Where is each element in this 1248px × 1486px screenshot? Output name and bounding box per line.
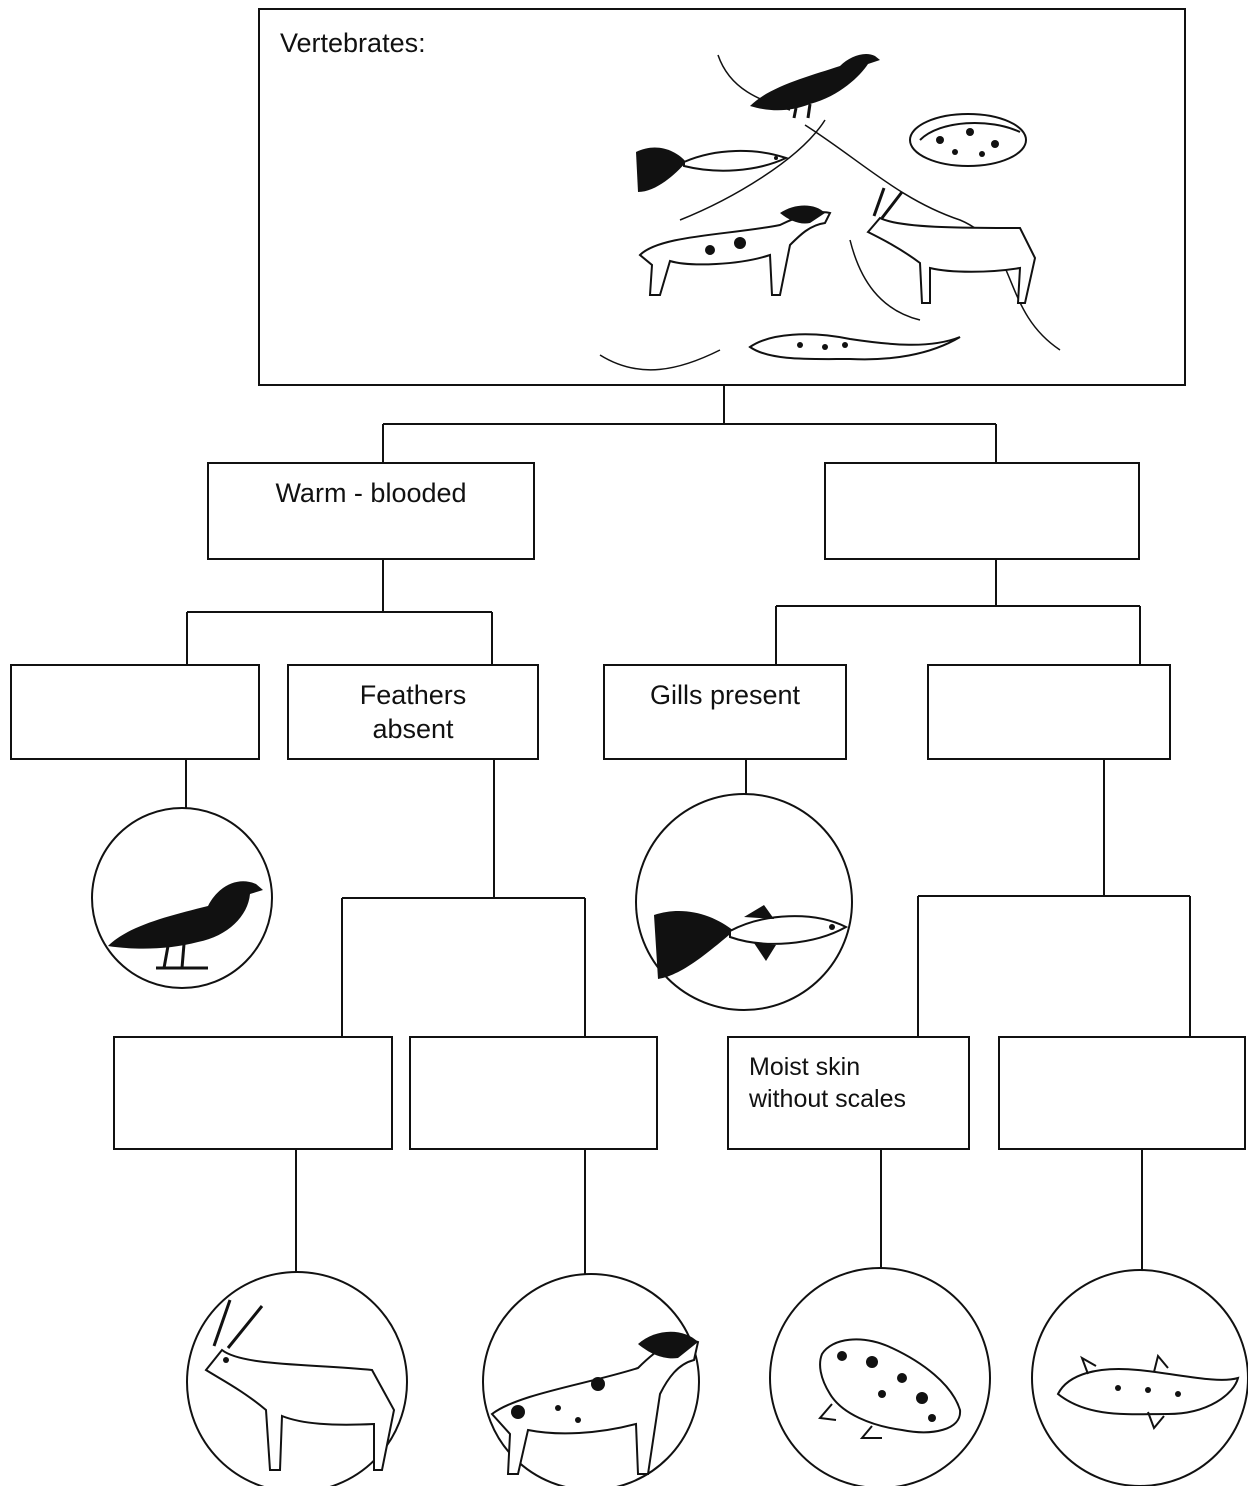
bird-icon [108,881,263,970]
bird-icon [750,54,880,119]
blank-right-box [824,462,1140,560]
fish-icon [636,147,789,192]
blank-box-h [998,1036,1246,1150]
moist-skin-box: Moist skin without scales [727,1036,970,1150]
blank-box-e [113,1036,393,1150]
feathers-absent-label-line1: Feathers [359,680,467,710]
warm-blooded-label: Warm - blooded [275,478,467,508]
fish-icon [654,905,849,979]
goat-icon [866,187,1037,304]
root-title: Vertebrates: [280,28,426,58]
frog-icon [818,1338,962,1439]
gills-present-label: Gills present [649,680,801,710]
warm-blooded-box: Warm - blooded [207,462,535,560]
lizard-icon [748,333,961,361]
feathers-absent-box: Feathers absent [287,664,539,760]
dog-icon [490,1331,700,1475]
gills-present-box: Gills present [603,664,847,760]
lizard-icon [1056,1353,1240,1430]
frog-leaf [769,1267,991,1486]
fish-leaf [635,793,853,1011]
goat-icon [204,1299,396,1471]
blank-box-a [10,664,260,760]
lizard-leaf [1031,1269,1248,1486]
feathers-absent-label-line2: absent [372,714,454,744]
moist-skin-label-line1: Moist skin [749,1053,861,1081]
frog-icon [909,113,1027,167]
blank-box-d [927,664,1171,760]
moist-skin-label-line2: without scales [749,1085,907,1113]
bird-leaf [91,807,273,989]
goat-leaf [186,1271,408,1486]
blank-box-f [409,1036,658,1150]
dog-leaf [482,1273,700,1486]
root-box: Vertebrates: [258,8,1186,386]
root-animals-group [599,54,1061,371]
dog-icon [638,205,832,296]
